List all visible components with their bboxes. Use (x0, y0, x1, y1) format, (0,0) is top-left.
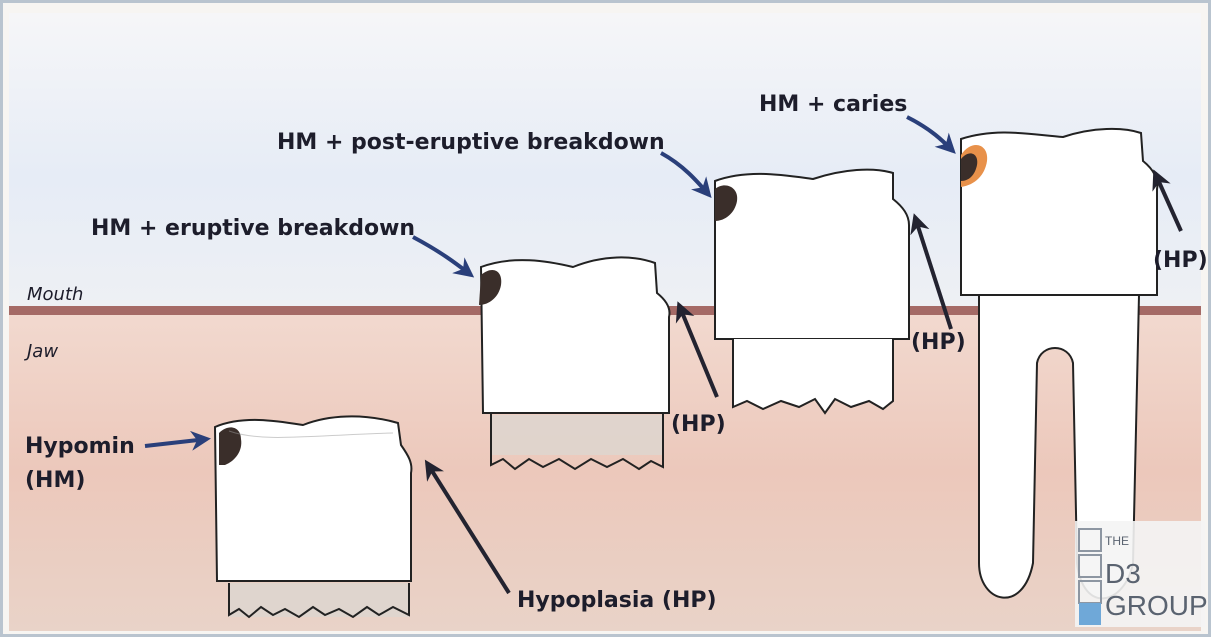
label-hp-tooth4: (HP) (1153, 248, 1208, 273)
tooth-eruption-diagram: Mouth Jaw Hypomin (HM) HM + eruptive (3, 3, 1208, 634)
label-hp-tooth2: (HP) (671, 412, 726, 437)
label-hp-tooth3: (HP) (911, 330, 966, 355)
logo-line-2: D3 (1105, 558, 1141, 589)
tooth-unerupted (215, 416, 411, 617)
label-hm: (HM) (25, 468, 85, 493)
label-hypomin: Hypomin (25, 434, 135, 459)
tooth-post-eruptive (715, 170, 909, 413)
label-caries: HM + caries (759, 92, 907, 117)
label-eruptive-breakdown: HM + eruptive breakdown (91, 216, 415, 241)
tooth-eruptive (479, 257, 670, 469)
mouth-label: Mouth (27, 284, 83, 305)
logo-line-3: GROUP (1105, 590, 1208, 621)
label-post-eruptive-breakdown: HM + post-eruptive breakdown (277, 130, 665, 155)
label-hypoplasia: Hypoplasia (HP) (517, 588, 717, 613)
d3-group-logo: THE D3 GROUP (1075, 521, 1208, 627)
logo-line-1: THE (1105, 534, 1129, 548)
jaw-label: Jaw (24, 341, 58, 362)
